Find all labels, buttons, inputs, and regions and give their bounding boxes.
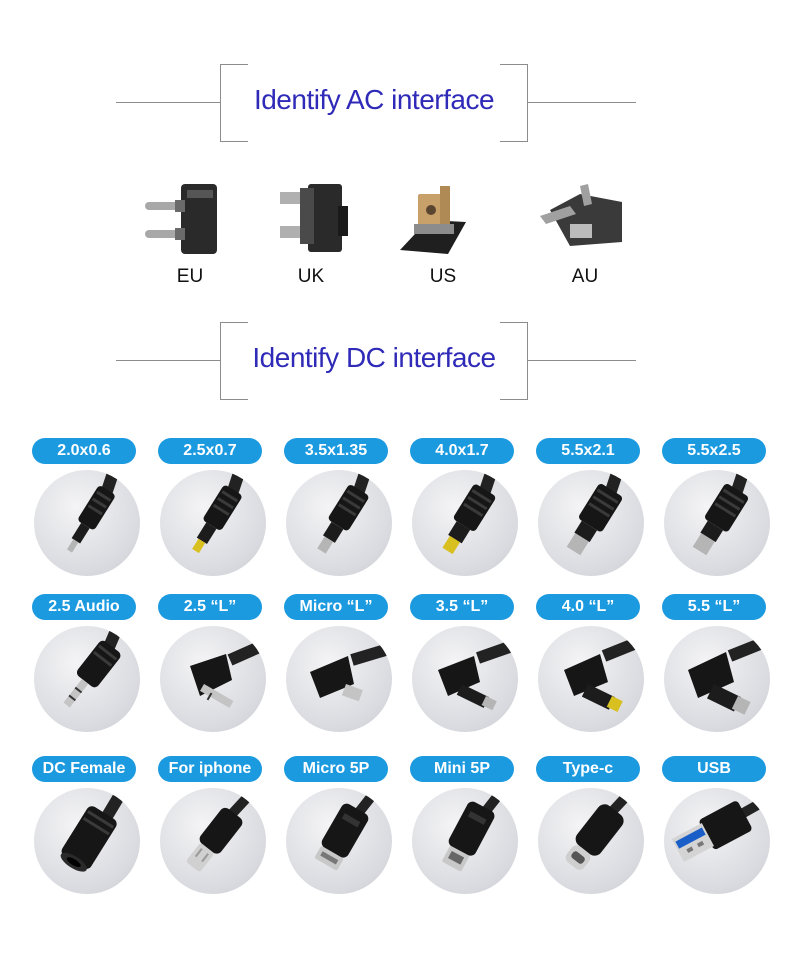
connector-photo (664, 470, 770, 576)
lightning-plug-icon (186, 788, 260, 872)
connector-2-5-l: 2.5 “L” (154, 594, 274, 744)
plug-label: AU (571, 266, 599, 287)
connector-5-5-l: 5.5 “L” (658, 594, 778, 744)
barrel-plug-icon (442, 470, 498, 555)
heading-frame: Identify AC interface (220, 64, 528, 142)
connector-photo (286, 788, 392, 894)
heading-frame: Identify DC interface (220, 322, 528, 400)
connector-badge: 4.0 “L” (536, 594, 640, 620)
barrel-plug-icon (692, 470, 750, 556)
connector-5-5x2-5: 5.5x2.5 (658, 438, 778, 588)
connector-3-5x1-35: 3.5x1.35 (280, 438, 400, 588)
au-plug: AU (530, 180, 640, 290)
heading-rule-left (116, 360, 220, 361)
au-plug-icon (540, 184, 622, 246)
connector-photo (412, 788, 518, 894)
dc-female-jack-icon (60, 788, 130, 872)
angled-plug-icon (688, 634, 770, 715)
eu-plug: EU (135, 180, 245, 290)
connector-photo (286, 626, 392, 732)
connector-badge: 2.0x0.6 (32, 438, 136, 464)
connector-photo (538, 470, 644, 576)
connector-badge: Micro “L” (284, 594, 388, 620)
connector-photo (34, 470, 140, 576)
connector-type-c: Type-c (532, 756, 652, 906)
angled-plug-icon (190, 638, 266, 708)
connector-micro-5p: Micro 5P (280, 756, 400, 906)
connector-badge: Type-c (536, 756, 640, 782)
connector-badge: 5.5x2.5 (662, 438, 766, 464)
connector-iphone: For iphone (154, 756, 274, 906)
connector-usb: USB (658, 756, 778, 906)
connector-badge: 5.5 “L” (662, 594, 766, 620)
angled-micro-usb-icon (310, 642, 392, 702)
connector-badge: 2.5 “L” (158, 594, 262, 620)
heading-rule-left (116, 102, 220, 103)
usb-c-plug-icon (565, 788, 638, 870)
ac-section-title: Identify AC interface (253, 84, 495, 115)
connector-badge: 3.5x1.35 (284, 438, 388, 464)
barrel-plug-icon (192, 470, 246, 554)
connector-photo (664, 626, 770, 732)
connector-5-5x2-1: 5.5x2.1 (532, 438, 652, 588)
connector-4-0x1-7: 4.0x1.7 (406, 438, 526, 588)
us-plug: US (388, 180, 498, 290)
connector-photo (412, 470, 518, 576)
connector-photo (664, 788, 770, 894)
angled-plug-icon (438, 638, 518, 711)
connector-badge: Micro 5P (284, 756, 388, 782)
connector-photo (412, 626, 518, 732)
micro-usb-plug-icon (314, 788, 382, 871)
connector-3-5-l: 3.5 “L” (406, 594, 526, 744)
heading-rule-right (528, 102, 636, 103)
connector-badge: DC Female (32, 756, 136, 782)
connector-badge: Mini 5P (410, 756, 514, 782)
barrel-plug-icon (66, 470, 120, 553)
connector-badge: 2.5 Audio (32, 594, 136, 620)
connector-badge: USB (662, 756, 766, 782)
connector-photo (34, 788, 140, 894)
connector-photo (538, 626, 644, 732)
connector-4-0-l: 4.0 “L” (532, 594, 652, 744)
plug-label: EU (176, 266, 204, 287)
connector-photo (160, 626, 266, 732)
connector-mini-5p: Mini 5P (406, 756, 526, 906)
usb-a-plug-icon (671, 793, 770, 862)
connector-badge: 5.5x2.1 (536, 438, 640, 464)
audio-plug-icon (63, 626, 124, 708)
uk-plug-icon (280, 184, 348, 252)
heading-rule-right (528, 360, 636, 361)
connector-photo (286, 470, 392, 576)
uk-plug: UK (256, 180, 366, 290)
connector-2-5-audio: 2.5 Audio (28, 594, 148, 744)
barrel-plug-icon (566, 470, 624, 556)
connector-badge: 3.5 “L” (410, 594, 514, 620)
connector-badge: 2.5x0.7 (158, 438, 262, 464)
connector-2-0x0-6: 2.0x0.6 (28, 438, 148, 588)
plug-label: US (429, 266, 457, 287)
eu-plug-icon (145, 184, 217, 254)
us-plug-icon (400, 186, 466, 254)
connector-micro-l: Micro “L” (280, 594, 400, 744)
connector-dc-female: DC Female (28, 756, 148, 906)
barrel-plug-icon (317, 470, 372, 554)
connector-badge: 4.0x1.7 (410, 438, 514, 464)
angled-plug-icon (564, 634, 644, 713)
connector-2-5x0-7: 2.5x0.7 (154, 438, 274, 588)
connector-photo (34, 626, 140, 732)
plug-label: UK (297, 266, 325, 287)
connector-photo (538, 788, 644, 894)
mini-usb-plug-icon (442, 788, 508, 872)
connector-photo (160, 788, 266, 894)
dc-section-title: Identify DC interface (252, 342, 496, 373)
connector-badge: For iphone (158, 756, 262, 782)
connector-photo (160, 470, 266, 576)
